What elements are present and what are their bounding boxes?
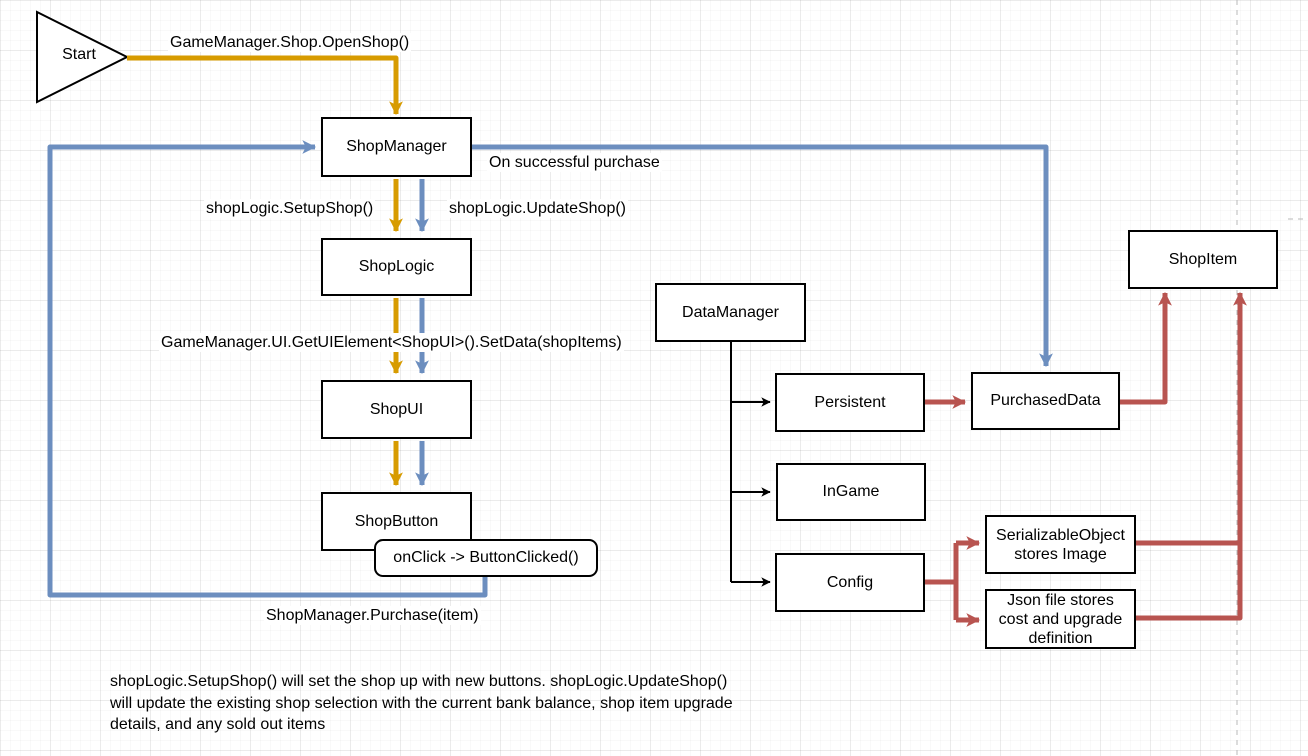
node-config[interactable]: Config (775, 553, 925, 612)
note-text: shopLogic.SetupShop() will set the shop … (110, 671, 733, 736)
edge-purchaseddata-to-shopitem-red (1120, 291, 1172, 405)
edge-label-openshop: GameManager.Shop.OpenShop() (168, 33, 412, 52)
edge-label-purchase: ShopManager.Purchase(item) (264, 606, 481, 625)
node-jsonfile[interactable]: Json file stores cost and upgrade defini… (985, 589, 1136, 649)
edge-label-getuielement: GameManager.UI.GetUIElement<ShopUI>().Se… (159, 333, 624, 352)
node-shoplogic[interactable]: ShopLogic (321, 238, 472, 296)
node-shopitem[interactable]: ShopItem (1128, 230, 1278, 289)
edge-on-successful-purchase-blue (472, 144, 1053, 368)
edge-openshop-gold (127, 55, 403, 116)
node-ingame[interactable]: InGame (776, 463, 926, 521)
note-line-2: will update the existing shop selection … (110, 694, 733, 712)
start-triangle[interactable] (36, 10, 130, 104)
edge-serializable-to-shopitem-red (1136, 291, 1247, 546)
start-node-label: Start (62, 46, 96, 63)
edge-label-on-successful-purchase: On successful purchase (487, 153, 662, 172)
edge-purchase-return-loop-blue (47, 140, 488, 598)
node-serializableobject[interactable]: SerializableObject stores Image (985, 515, 1136, 574)
edge-label-updateshop: shopLogic.UpdateShop() (447, 199, 629, 218)
edge-jsonfile-to-shopitem-red (1136, 541, 1243, 621)
note-line-1: shopLogic.SetupShop() will set the shop … (110, 673, 728, 690)
edge-label-setupshop: shopLogic.SetupShop() (204, 199, 376, 218)
node-onclick-buttonclicked[interactable]: onClick -> ButtonClicked() (374, 539, 598, 577)
node-shopmanager[interactable]: ShopManager (321, 117, 472, 177)
note-line-3: details, and any sold out items (110, 716, 326, 733)
node-persistent[interactable]: Persistent (775, 373, 925, 432)
node-purchaseddata[interactable]: PurchasedData (971, 372, 1120, 430)
node-datamanager[interactable]: DataManager (655, 283, 806, 342)
node-shopui[interactable]: ShopUI (321, 380, 472, 439)
